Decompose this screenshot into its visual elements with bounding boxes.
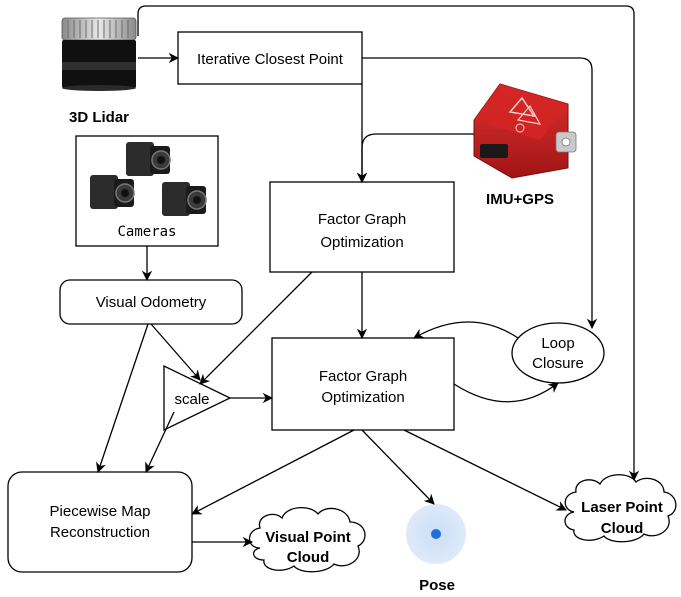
edge-fgo-main-piecewise	[191, 429, 355, 515]
lidar-label: 3D Lidar	[69, 109, 129, 126]
cameras-icon	[90, 142, 207, 216]
piecewise-label-1: Piecewise Map	[50, 503, 151, 520]
loop-closure-label-1: Loop	[541, 335, 574, 352]
edge-imu-fgo-top	[356, 133, 474, 184]
fgo-top-label-1: Factor Graph	[318, 211, 406, 228]
edge-lidar-icp	[137, 5, 640, 482]
edge-scale-piecewise	[145, 411, 175, 473]
edge-loop-fgo-main	[413, 321, 519, 339]
scale-node	[163, 364, 232, 432]
edge-fgo-main-pose	[361, 429, 435, 505]
fgo-top-label-2: Optimization	[320, 234, 403, 251]
laser-cloud-label-1: Laser Point	[581, 499, 663, 516]
laser-cloud-node	[564, 474, 677, 543]
fgo-top-box	[269, 181, 455, 273]
icp-label: Iterative Closest Point	[197, 51, 344, 68]
fgo-main-box	[271, 337, 455, 431]
icp-box	[177, 31, 363, 85]
scale-label: scale	[174, 391, 209, 408]
cameras-label: Cameras	[117, 224, 176, 240]
edge-fgo-top-scale	[199, 271, 313, 385]
visual-cloud-label-1: Visual Point	[265, 529, 351, 546]
pose-dot-icon	[431, 529, 441, 539]
piecewise-box	[7, 471, 193, 573]
loop-closure-node	[511, 322, 605, 384]
visual-cloud-label-2: Cloud	[287, 549, 330, 566]
laser-cloud-label-2: Cloud	[601, 520, 644, 537]
loop-closure-label-2: Closure	[532, 355, 584, 372]
imu-gps-icon	[473, 83, 577, 179]
edge-vo-scale	[150, 323, 201, 381]
pose-label: Pose	[419, 577, 455, 594]
visual-odometry-label: Visual Odometry	[96, 294, 207, 311]
piecewise-label-2: Reconstruction	[50, 524, 150, 541]
lidar-icon	[61, 17, 137, 91]
imu-gps-label: IMU+GPS	[486, 191, 554, 208]
edge-fgo-main-laser	[403, 429, 567, 511]
fgo-main-label-2: Optimization	[321, 389, 404, 406]
edge-icp-loop	[362, 57, 598, 330]
edge-fgo-main-loop	[453, 382, 559, 403]
fgo-main-label-1: Factor Graph	[319, 368, 407, 385]
visual-cloud-node	[248, 507, 366, 573]
edge-vo-piecewise	[96, 323, 149, 473]
